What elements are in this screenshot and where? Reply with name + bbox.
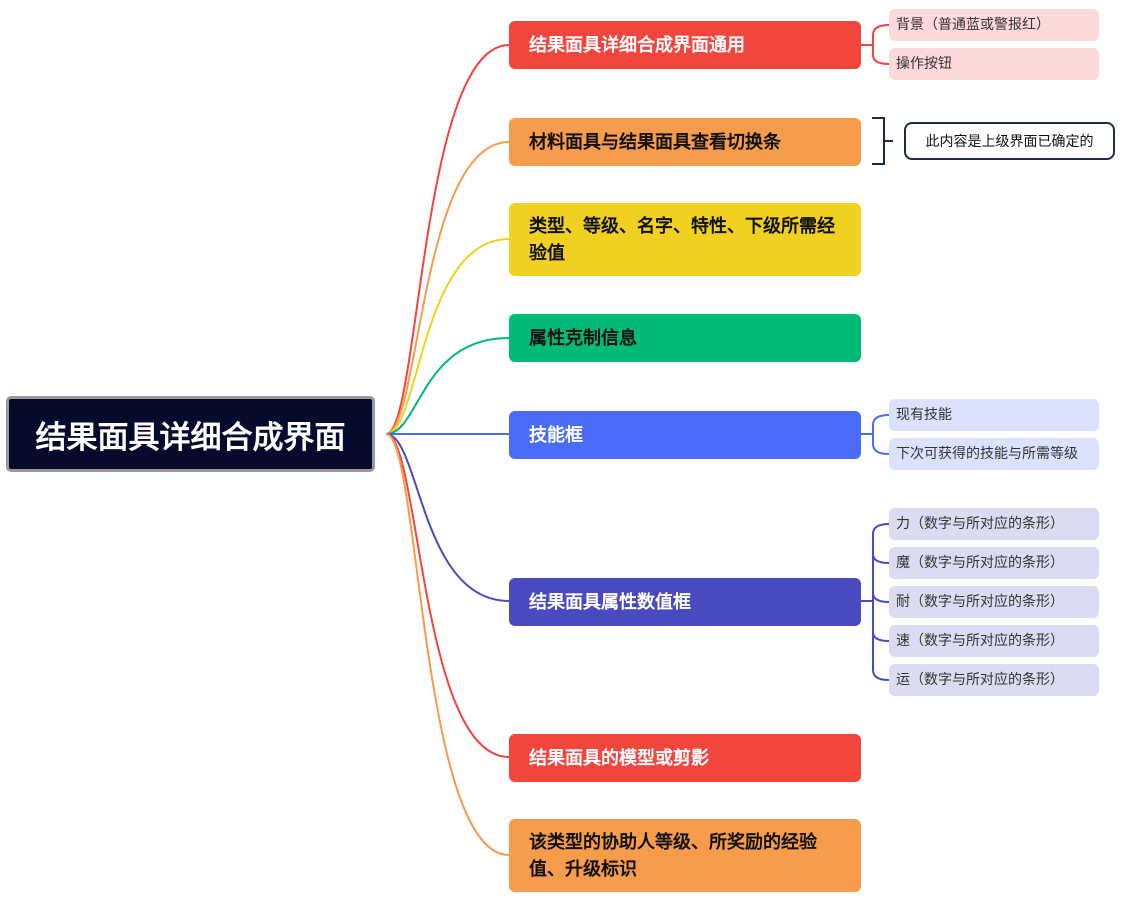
connector-branch-3 <box>385 238 510 435</box>
connector-branch-4 <box>385 337 510 435</box>
connector-branch-7 <box>385 433 510 758</box>
connector-branch-6 <box>385 433 510 602</box>
branch-model[interactable]: 结果面具的模型或剪影 <box>509 734 861 782</box>
leaf-stat-speed[interactable]: 速（数字与所对应的条形） <box>889 625 1099 657</box>
note-box[interactable]: 此内容是上级界面已确定的 <box>904 122 1115 160</box>
branch-general[interactable]: 结果面具详细合成界面通用 <box>509 21 861 69</box>
root-topic[interactable]: 结果面具详细合成界面 <box>6 396 375 472</box>
branch-type-info[interactable]: 类型、等级、名字、特性、下级所需经验值 <box>509 203 861 276</box>
branch-stat-box[interactable]: 结果面具属性数值框 <box>509 578 861 626</box>
leaf-buttons[interactable]: 操作按钮 <box>889 48 1099 80</box>
leaf-stat-strength[interactable]: 力（数字与所对应的条形） <box>889 508 1099 540</box>
leaf-stat-luck[interactable]: 运（数字与所对应的条形） <box>889 664 1099 696</box>
leaf-current-skills[interactable]: 现有技能 <box>889 399 1099 431</box>
bracket <box>872 117 893 165</box>
connector-branch-8 <box>385 433 510 856</box>
leaf-next-skill[interactable]: 下次可获得的技能与所需等级 <box>889 438 1099 470</box>
branch-skill-box[interactable]: 技能框 <box>509 411 861 459</box>
branch-attribute-counter[interactable]: 属性克制信息 <box>509 314 861 362</box>
leaf-stat-magic[interactable]: 魔（数字与所对应的条形） <box>889 547 1099 579</box>
leaf-stat-endurance[interactable]: 耐（数字与所对应的条形） <box>889 586 1099 618</box>
leaf-background[interactable]: 背景（普通蓝或警报红） <box>889 9 1099 41</box>
connector-branch-1 <box>385 44 510 435</box>
connector-branch-2 <box>385 141 510 435</box>
branch-switch-bar[interactable]: 材料面具与结果面具查看切换条 <box>509 118 861 166</box>
branch-helper-level[interactable]: 该类型的协助人等级、所奖励的经验值、升级标识 <box>509 819 861 892</box>
